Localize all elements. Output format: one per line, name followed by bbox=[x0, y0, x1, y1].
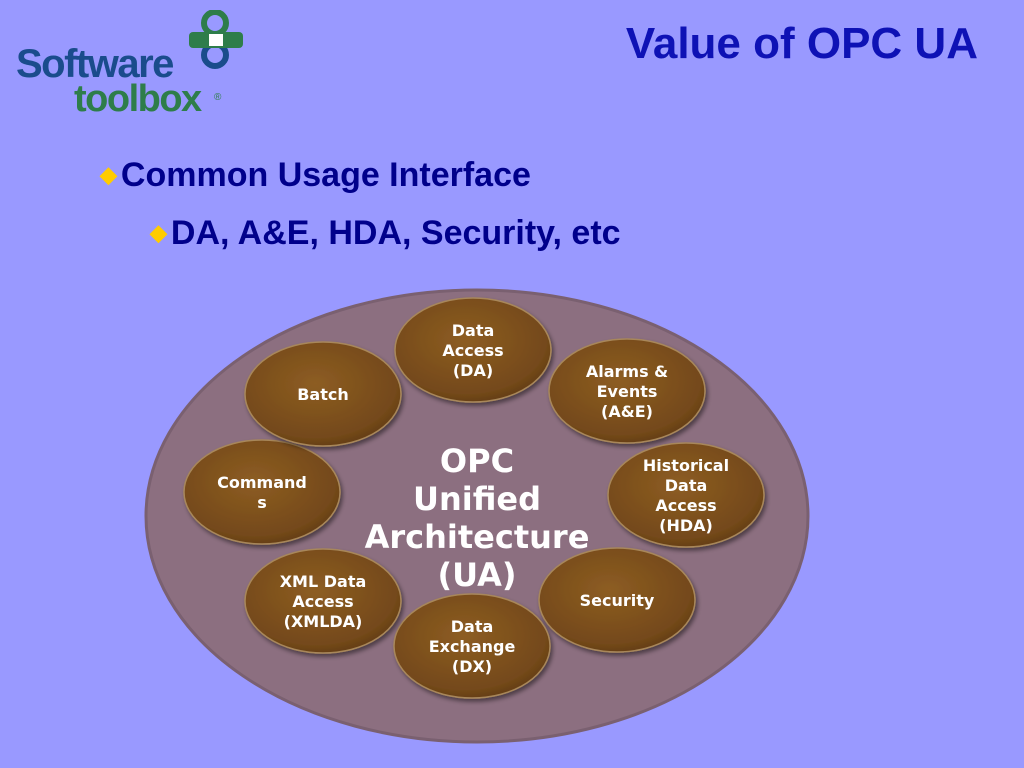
node-label: s bbox=[257, 493, 267, 512]
node-circle bbox=[183, 439, 341, 545]
bullet-text: Common Usage Interface bbox=[120, 156, 531, 194]
node-batch: Batch bbox=[244, 341, 402, 447]
node-circle bbox=[244, 341, 402, 447]
node-label: (XMLDA) bbox=[284, 612, 363, 631]
node-label: (A&E) bbox=[601, 402, 653, 421]
node-label: Batch bbox=[297, 385, 349, 404]
node-label: Command bbox=[217, 473, 307, 492]
logo-software-text: Software bbox=[16, 42, 174, 86]
node-label: Historical bbox=[643, 456, 729, 475]
node-label: Access bbox=[655, 496, 716, 515]
node-circle bbox=[244, 548, 402, 654]
center-label-line: (UA) bbox=[437, 556, 516, 594]
node-label: Data bbox=[452, 321, 495, 340]
slide-title: Value of OPC UA bbox=[625, 19, 978, 68]
node-label: (HDA) bbox=[659, 516, 713, 535]
node-label: XML Data bbox=[280, 572, 367, 591]
node-label: Access bbox=[292, 592, 353, 611]
bullet-level-1: ◆Common Usage Interface bbox=[100, 158, 531, 192]
node-circle bbox=[548, 338, 706, 444]
center-label-line: OPC bbox=[440, 442, 514, 480]
node-security: Security bbox=[538, 547, 696, 653]
node-label: Access bbox=[442, 341, 503, 360]
node-label: (DX) bbox=[452, 657, 492, 676]
node-label: Data bbox=[451, 617, 494, 636]
node-alarms-events: Alarms &Events(A&E) bbox=[548, 338, 706, 444]
software-toolbox-logo: Software toolbox ® bbox=[0, 0, 260, 130]
node-label: Security bbox=[580, 591, 655, 610]
node-circle bbox=[394, 297, 552, 403]
node-circle bbox=[393, 593, 551, 699]
logo-mark-icon bbox=[189, 10, 243, 69]
center-label-line: Unified bbox=[413, 480, 541, 518]
diamond-bullet-icon: ◆ bbox=[150, 220, 167, 245]
node-label: Data bbox=[665, 476, 708, 495]
bullet-text: DA, A&E, HDA, Security, etc bbox=[170, 214, 621, 252]
node-label: Events bbox=[597, 382, 658, 401]
bullet-level-2: ◆DA, A&E, HDA, Security, etc bbox=[150, 216, 621, 250]
node-label: Alarms & bbox=[586, 362, 668, 381]
logo-toolbox-text: toolbox bbox=[74, 78, 202, 120]
diamond-bullet-icon: ◆ bbox=[100, 162, 117, 187]
node-circle bbox=[538, 547, 696, 653]
node-circle bbox=[607, 442, 765, 548]
node-label: (DA) bbox=[453, 361, 493, 380]
logo-registered-mark: ® bbox=[214, 92, 222, 103]
center-label-line: Architecture bbox=[365, 518, 590, 556]
node-label: Exchange bbox=[429, 637, 516, 656]
